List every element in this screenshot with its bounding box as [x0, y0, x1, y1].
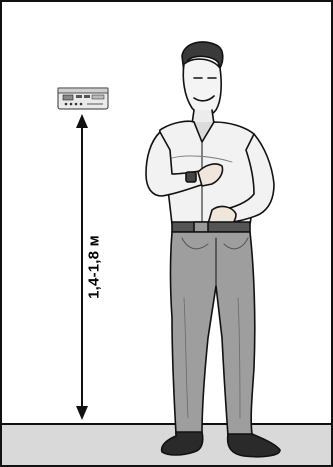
standing-man-illustration	[132, 38, 307, 463]
height-label: 1,4-1,8 м	[86, 235, 103, 299]
wall-controller-device	[57, 86, 109, 110]
